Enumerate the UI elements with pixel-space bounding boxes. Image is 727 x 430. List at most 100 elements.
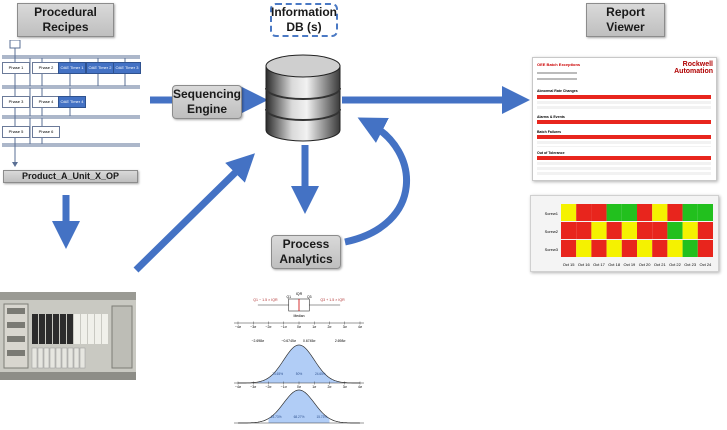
- iqr-label: IQR: [296, 292, 303, 296]
- axis-tick-label: −2σ: [266, 325, 273, 329]
- mid-pct: 24.65%: [272, 372, 283, 376]
- heatmap-cell: [697, 222, 713, 239]
- recipe-name-label: Product_A_Unit_X_OP: [3, 170, 138, 183]
- heatmap-cell: [697, 240, 713, 257]
- mid-label: −0.6745σ: [281, 339, 296, 343]
- logo-line2: Automation: [674, 68, 713, 75]
- heatmap-cell: [621, 222, 637, 239]
- axis-tick-label: −4σ: [235, 325, 242, 329]
- q3-fence-label: Q3 + 1.5 × IQR: [320, 298, 345, 302]
- axis-tick-label: 4σ: [358, 385, 363, 389]
- heatmap-cell: [697, 204, 713, 221]
- axis-tick-label: −3σ: [250, 385, 257, 389]
- heatmap-column-label: Oct 15: [563, 262, 576, 267]
- heatmap-column-label: Oct 19: [624, 262, 637, 267]
- timer-step: OAE Timer 2: [86, 62, 114, 74]
- database-icon: [265, 54, 341, 142]
- axis-tick-label: −1σ: [281, 325, 288, 329]
- heatmap-cell: [591, 240, 607, 257]
- phase-step: Phase 4: [32, 96, 60, 108]
- middle-distribution-fill: [257, 345, 341, 383]
- heatmap-column-label: Oct 18: [608, 262, 621, 267]
- heatmap-cell: [561, 222, 577, 239]
- heatmap-cell: [621, 240, 637, 257]
- q1-fence-label: Q1 − 1.5 × IQR: [253, 298, 278, 302]
- rockwell-logo: Rockwell Automation: [673, 61, 713, 75]
- phase-step: Phase 3: [2, 96, 30, 108]
- median-label: Median: [293, 314, 304, 318]
- heatmap-row-label: Screw3: [545, 247, 559, 252]
- axis-tick-label: 2σ: [328, 385, 333, 389]
- heatmap-cell: [576, 240, 592, 257]
- timer-step: OAE Timer 1: [58, 62, 86, 74]
- report-viewer-label: Report Viewer: [586, 3, 665, 37]
- axis-tick-label: 2σ: [328, 325, 333, 329]
- heatmap-column-label: Oct 22: [669, 262, 682, 267]
- heatmap-column-label: Oct 20: [639, 262, 652, 267]
- report-section-title: Out of Tolerance: [537, 151, 565, 155]
- axis-tick-label: −1σ: [281, 385, 288, 389]
- heatmap-cell: [682, 204, 698, 221]
- sequencing-engine-label: Sequencing Engine: [172, 85, 242, 119]
- heatmap-cell: [637, 204, 653, 221]
- heatmap-cell: [561, 204, 577, 221]
- heatmap-cell: [606, 204, 622, 221]
- heatmap-cell: [667, 240, 683, 257]
- axis-tick-label: −3σ: [250, 325, 257, 329]
- bot-pct: 68.27%: [294, 415, 305, 419]
- heatmap-cell: [682, 240, 698, 257]
- phase-step: Phase 5: [2, 126, 30, 138]
- axis-tick-label: −4σ: [235, 385, 242, 389]
- bot-pct: 15.73%: [271, 415, 282, 419]
- timer-step: OAE Timer 4: [58, 96, 86, 108]
- heatmap-cell: [606, 222, 622, 239]
- heatmap-cell: [621, 204, 637, 221]
- heatmap-cell: [576, 204, 592, 221]
- heatmap-row-label: Screw2: [545, 229, 559, 234]
- heatmap-cell: [652, 222, 668, 239]
- bot-pct: 15.73%: [316, 415, 327, 419]
- phase-step: Phase 6: [32, 126, 60, 138]
- heatmap-cell: [561, 240, 577, 257]
- phase-step: Phase 1: [2, 62, 30, 74]
- axis-tick-label: −2σ: [266, 385, 273, 389]
- recipe-sfc-diagram: Phase 1 Phase 2 OAE Timer 1 OAE Timer 2 …: [0, 39, 145, 168]
- heatmap-column-label: Oct 17: [593, 262, 606, 267]
- distribution-chart: Q1 − 1.5 × IQR Q3 + 1.5 × IQR IQR Q1 Q3Media…: [228, 285, 370, 428]
- heatmap-row-label: Screw1: [545, 211, 559, 216]
- heatmap-column-label: Oct 23: [684, 262, 697, 267]
- heatmap-cell: [591, 204, 607, 221]
- bottom-distribution-fill: [268, 390, 330, 423]
- mid-pct: 50%: [296, 372, 303, 376]
- heatmap-column-label: Oct 21: [654, 262, 667, 267]
- q3-label: Q3: [307, 295, 312, 299]
- heatmap-column-label: Oct 16: [578, 262, 591, 267]
- information-db-label: Information DB (s): [270, 3, 338, 37]
- mid-label: 0.6745σ: [303, 339, 316, 343]
- report-section-title: Alarms & Events: [537, 115, 565, 119]
- heatmap-cell: [637, 222, 653, 239]
- heatmap-cell: [637, 240, 653, 257]
- axis-tick-label: 0σ: [297, 385, 302, 389]
- heatmap-cell: [682, 222, 698, 239]
- process-analytics-label: Process Analytics: [271, 235, 341, 269]
- heatmap-cell: [667, 204, 683, 221]
- heatmap-column-label: Oct 24: [700, 262, 713, 267]
- axis-tick-label: 3σ: [343, 385, 348, 389]
- report-viewer-screenshot: OEE Batch Exceptions Rockwell Automation…: [532, 57, 717, 181]
- procedural-recipes-label: Procedural Recipes: [17, 3, 114, 37]
- q1-label: Q1: [286, 295, 291, 299]
- axis-tick-label: 0σ: [297, 325, 302, 329]
- axis-tick-label: 1σ: [312, 385, 317, 389]
- axis-tick-label: 1σ: [312, 325, 317, 329]
- control-cabinet-image: [0, 292, 136, 380]
- heatmap-cell: [652, 240, 668, 257]
- heatmap-cell: [667, 222, 683, 239]
- report-section-title: Abnormal Rate Changes: [537, 89, 578, 93]
- arrow-analytics-loop-to-db: [344, 117, 411, 246]
- report-section-title: Batch Failures: [537, 130, 562, 134]
- mid-pct: 24.65%: [315, 372, 326, 376]
- heatmap-cell: [576, 222, 592, 239]
